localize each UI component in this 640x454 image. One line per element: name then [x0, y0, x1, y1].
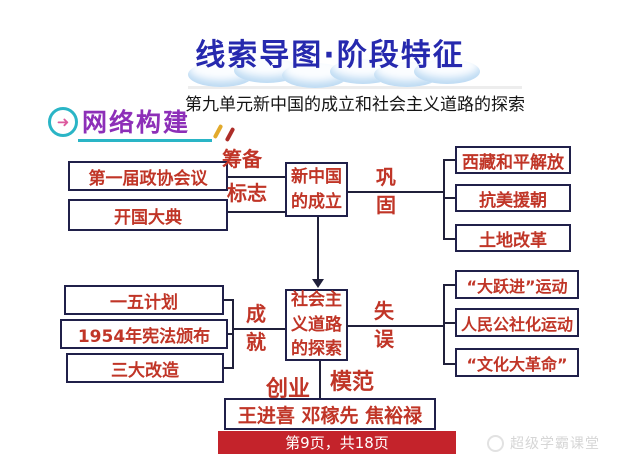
connector [348, 191, 443, 193]
connector [224, 299, 234, 301]
node-peoples-commune: 人民公社化运动 [455, 308, 579, 337]
node-land-reform: 土地改革 [455, 224, 571, 252]
node-first-cppcc: 第一届政协会议 [68, 161, 228, 191]
connector [443, 197, 455, 199]
connector [228, 333, 234, 335]
watermark-logo-icon [487, 434, 504, 452]
unit-subtitle: 第九单元新中国的成立和社会主义道路的探索 [185, 95, 525, 115]
arrow-glyph: ➜ [56, 112, 70, 131]
node-model-figures: 王进喜 邓稼先 焦裕禄 [224, 398, 436, 430]
connector [443, 284, 455, 286]
node-korean-war: 抗美援朝 [455, 184, 571, 212]
page-indicator-bar: 第9页，共18页 [218, 431, 456, 454]
connector [319, 361, 321, 399]
arrow-down-icon [312, 279, 324, 288]
node-new-china-founding: 新中国的成立 [285, 162, 348, 217]
brush-tick-icon [212, 123, 224, 140]
page-title: 线索导图·阶段特征 [195, 38, 465, 73]
edge-label-pioneering: 创业 [266, 377, 311, 402]
cloud-band [188, 58, 480, 88]
connector [232, 328, 285, 330]
section-header-label: 网络构建 [82, 108, 191, 137]
node-great-leap-forward: “大跃进”运动 [455, 270, 579, 299]
watermark: 超级学霸课堂 [487, 433, 600, 453]
edge-label-symbol: 标志 [227, 181, 267, 205]
edge-label-mistakes: 失误 [374, 299, 394, 351]
connector [228, 176, 285, 178]
cloud-icon [414, 59, 480, 84]
edge-label-achievements: 成就 [246, 302, 266, 354]
node-founding-ceremony: 开国大典 [68, 199, 228, 231]
node-socialist-road: 社会主义道路的探索 [285, 289, 348, 361]
connector [347, 325, 443, 327]
connector [443, 238, 455, 240]
edge-label-preparation: 筹备 [222, 147, 262, 171]
edge-label-consolidate: 巩固 [376, 165, 396, 217]
node-1954-constitution: 1954年宪法颁布 [60, 319, 228, 349]
connector [224, 367, 234, 369]
brush-tick-icon [224, 126, 236, 143]
connector [443, 284, 445, 365]
connector [443, 159, 445, 240]
connector [443, 159, 455, 161]
node-first-five-year-plan: 一五计划 [64, 285, 224, 315]
connector [228, 211, 285, 213]
divider [188, 86, 522, 89]
section-underline [78, 139, 212, 142]
connector [232, 299, 234, 369]
node-tibet-liberation: 西藏和平解放 [455, 146, 571, 174]
connector [443, 322, 455, 324]
connector-arrow-shaft [317, 217, 319, 281]
connector [443, 363, 455, 365]
watermark-text: 超级学霸课堂 [510, 436, 600, 452]
node-three-transformations: 三大改造 [66, 353, 224, 383]
page-indicator-text: 第9页，共18页 [285, 434, 389, 452]
node-cultural-revolution: “文化大革命” [455, 348, 579, 377]
arrow-right-circle-icon: ➜ [48, 107, 78, 137]
edge-label-models: 模范 [330, 370, 375, 395]
